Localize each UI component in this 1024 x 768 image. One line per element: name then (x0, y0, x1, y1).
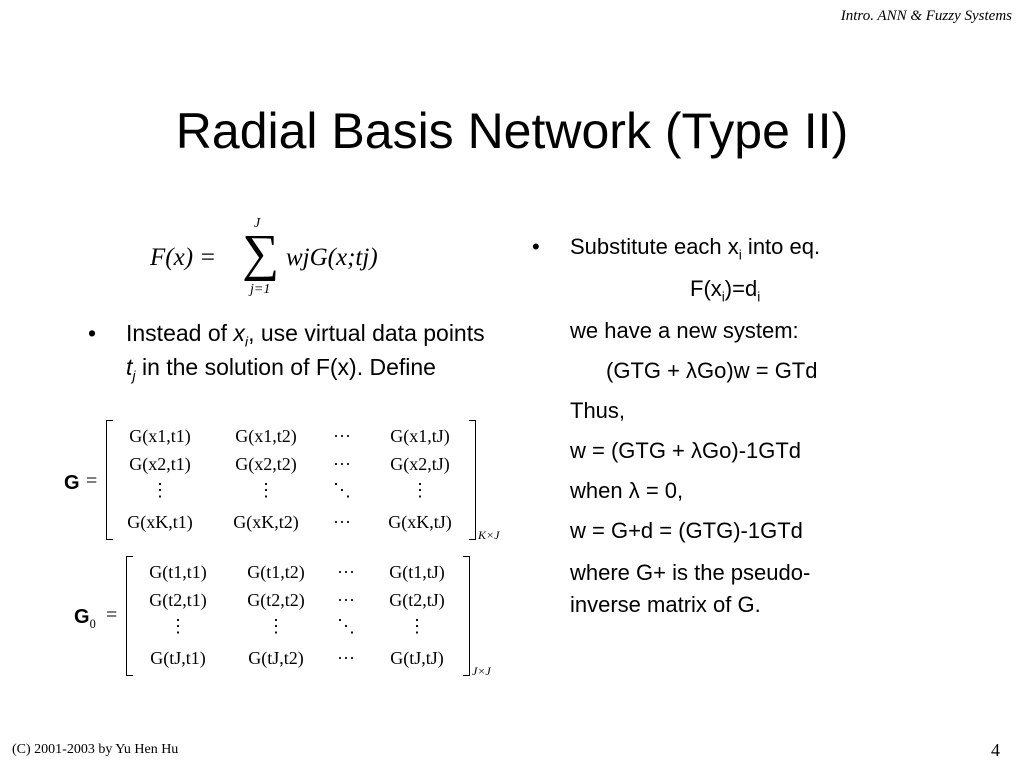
matrix-cell: ··· (337, 590, 355, 610)
matrix-g-equals: = (86, 470, 98, 492)
matrix-cell: G(x2,tJ) (390, 454, 450, 474)
matrix-cell: G(t2,tJ) (389, 590, 445, 610)
new-system-line: we have a new system: (570, 318, 799, 343)
fx-lhs: F(x) = (150, 244, 217, 271)
matrix-cell: ⋮ (411, 480, 429, 500)
matrix-g0: G(t1,t1) G(t1,t2) ··· G(t1,tJ) G(t2,t1) … (126, 556, 470, 676)
matrix-g0-label: G0 (74, 606, 96, 631)
matrix-cell: G(tJ,tJ) (390, 648, 444, 668)
text-part: )=d (724, 276, 758, 301)
left-bracket (126, 556, 133, 676)
pseudo-inverse-line-2: inverse matrix of G. (570, 592, 761, 617)
matrix-cell: G(t1,t2) (247, 562, 305, 582)
matrix-g0-subscript: 0 (89, 617, 96, 631)
left-bullet-text: Instead of xi, use virtual data points t… (126, 316, 496, 384)
footer-copyright: (C) 2001-2003 by Yu Hen Hu (12, 742, 179, 757)
var-t: t (126, 354, 133, 380)
when-lambda-zero: when λ = 0, (570, 478, 684, 503)
matrix-cell: ··· (333, 426, 351, 446)
var-x: x (233, 320, 245, 346)
matrix-g-size: K×J (478, 528, 500, 542)
matrix-cell: ⋮ (267, 616, 285, 636)
text-part: in the solution of F(x). Define (135, 354, 436, 380)
sub-j: j (132, 368, 136, 385)
matrix-cell: ⋱ (337, 616, 355, 636)
matrix-cell: G(x1,tJ) (390, 426, 450, 446)
matrix-cell: G(xK,tJ) (388, 512, 452, 532)
sub-i: i (721, 289, 725, 305)
text-part: Instead of (126, 320, 234, 346)
matrix-cell: G(t2,t1) (149, 590, 207, 610)
system-equation: (GTG + λGo)w = GTd (606, 358, 818, 383)
matrix-cell: G(t1,tJ) (389, 562, 445, 582)
matrix-cell: ··· (333, 512, 351, 532)
matrix-cell: ⋱ (333, 480, 351, 500)
fx-rhs: wjG(x;tj) (286, 244, 378, 271)
text-part: F(x (690, 276, 722, 301)
matrix-cell: G(x1,t1) (129, 426, 191, 446)
sum-upper-limit: J (254, 216, 261, 231)
text-part: Substitute each x (570, 234, 739, 259)
matrix-cell: G(xK,t1) (127, 512, 193, 532)
fxi-line: F(xi)=di (690, 276, 761, 305)
thus-line: Thus, (570, 398, 626, 423)
matrix-cell: G(x2,t2) (235, 454, 297, 474)
matrix-cell: G(tJ,t1) (150, 648, 206, 668)
sub-i: i (738, 247, 742, 263)
matrix-g0-equals: = (106, 604, 118, 626)
left-bracket (106, 420, 113, 540)
right-bracket (463, 556, 470, 676)
course-header: Intro. ANN & Fuzzy Systems (840, 8, 1012, 24)
w-solution: w = (GTG + λGo)-1GTd (570, 438, 802, 463)
matrix-g0-letter: G (74, 606, 90, 628)
matrix-cell: G(tJ,t2) (248, 648, 304, 668)
matrix-cell: G(t1,t1) (149, 562, 207, 582)
matrix-g0-size: J×J (472, 664, 491, 678)
bullet-marker: • (88, 320, 97, 346)
fx-formula: F(x) = J ∑ j=1 wjG(x;tj) (150, 216, 430, 302)
sub-i: i (757, 289, 761, 305)
sub-i: i (244, 334, 249, 351)
matrix-cell: ⋮ (151, 480, 169, 500)
slide-title: Radial Basis Network (Type II) (175, 103, 849, 159)
right-bracket (469, 420, 476, 540)
sum-lower-limit: j=1 (250, 282, 271, 297)
text-part: , use virtual data points (248, 320, 485, 346)
matrix-cell: ⋮ (169, 616, 187, 636)
pseudo-inverse-solution: w = G+d = (GTG)-1GTd (570, 518, 803, 543)
matrix-cell: G(t2,t2) (247, 590, 305, 610)
matrix-cell: ··· (337, 648, 355, 668)
matrix-cell: ··· (333, 454, 351, 474)
matrix-cell: ⋮ (257, 480, 275, 500)
matrix-cell: ⋮ (408, 616, 426, 636)
sigma-symbol: ∑ (242, 225, 280, 282)
page-number: 4 (991, 740, 1000, 760)
bullet-marker: • (532, 234, 540, 259)
matrix-g-label: G (64, 472, 80, 494)
matrix-cell: G(x2,t1) (129, 454, 191, 474)
pseudo-inverse-line-1: where G+ is the pseudo- (570, 560, 811, 585)
substitute-line: Substitute each xi into eq. (570, 234, 821, 263)
matrix-g: G(x1,t1) G(x1,t2) ··· G(x1,tJ) G(x2,t1) … (106, 420, 476, 540)
matrix-cell: ··· (337, 562, 355, 582)
matrix-cell: G(xK,t2) (233, 512, 299, 532)
text-part: into eq. (741, 234, 821, 259)
matrix-cell: G(x1,t2) (235, 426, 297, 446)
